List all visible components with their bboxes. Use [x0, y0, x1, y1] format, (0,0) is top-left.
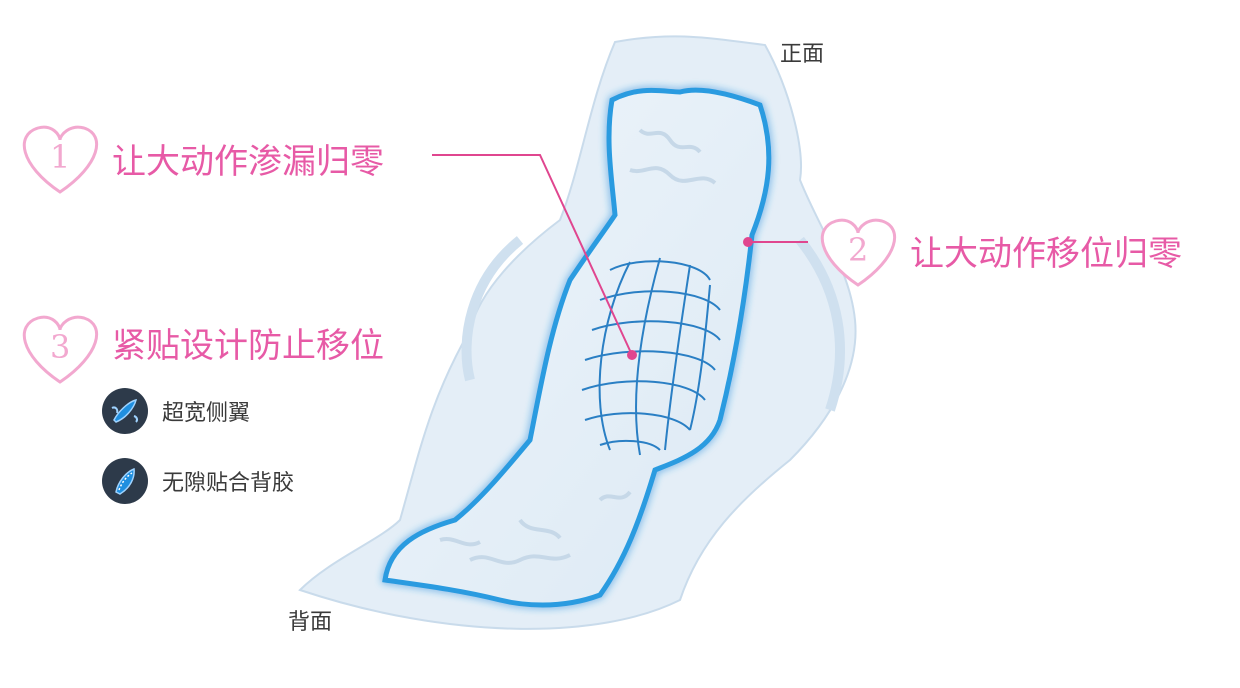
feature-number-1: 1	[50, 138, 71, 176]
wide-wing-pad-icon	[102, 388, 148, 434]
callout-dot-2	[743, 237, 753, 247]
callout-dot-1	[627, 350, 637, 360]
feature-number-2: 2	[848, 231, 869, 269]
feature-label-1: 让大动作渗漏归零	[112, 142, 384, 182]
core-grid	[581, 257, 721, 456]
callout-lines	[432, 154, 808, 356]
front-label: 正面	[780, 42, 825, 67]
sub-feature-label-1: 超宽侧翼	[162, 401, 251, 426]
back-label: 背面	[288, 610, 333, 635]
sub-feature-row-2: 无隙贴合背胶	[102, 458, 294, 504]
heart-icon	[22, 125, 897, 384]
sub-feature-label-2: 无隙贴合背胶	[162, 471, 295, 496]
feature-label-3: 紧贴设计防止移位	[112, 326, 384, 366]
adhesive-pad-icon	[102, 458, 148, 504]
feature-number-3: 3	[50, 328, 71, 366]
feature-label-2: 让大动作移位归零	[910, 234, 1182, 274]
pad-body	[382, 87, 772, 608]
sub-feature-row-1: 超宽侧翼	[102, 388, 250, 434]
pad-texture	[439, 128, 717, 565]
